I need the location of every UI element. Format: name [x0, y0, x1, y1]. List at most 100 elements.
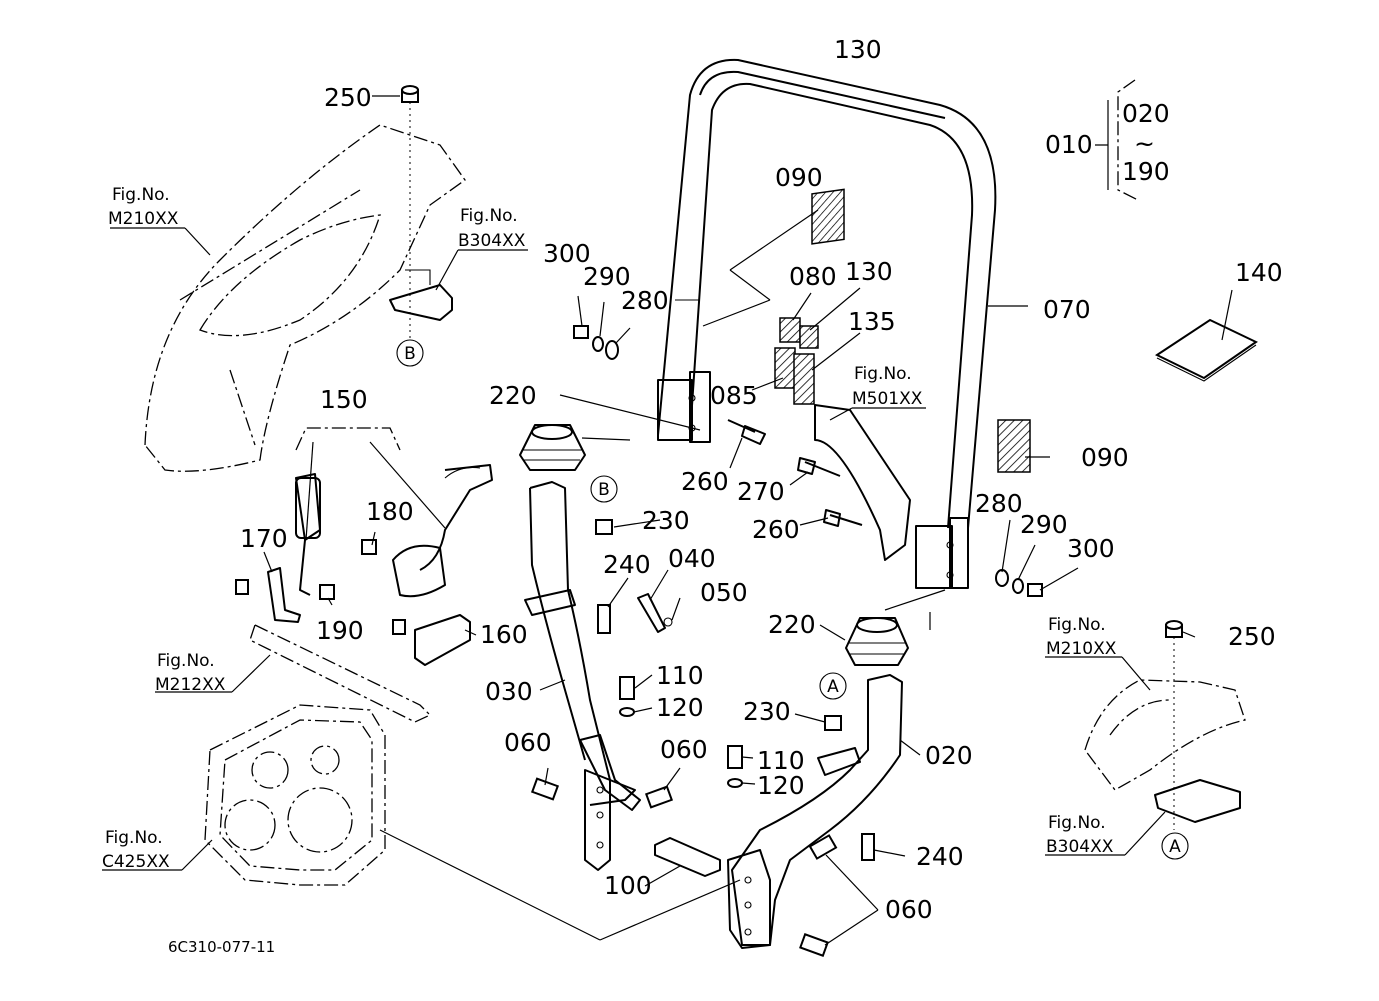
callout-020: 020 [925, 741, 973, 770]
callout-070: 070 [1043, 295, 1091, 324]
callout-170: 170 [240, 524, 288, 553]
seat-belt-buckle [295, 473, 321, 596]
ref-circle-a-mid: A [819, 672, 847, 700]
nut-250-left [401, 85, 419, 103]
callout-160: 160 [480, 620, 528, 649]
callout-040: 040 [668, 544, 716, 573]
decal-090-right [997, 419, 1031, 473]
bracket-left [389, 284, 453, 321]
fig-b304-left-code: B304XX [458, 231, 526, 251]
callout-050: 050 [700, 578, 748, 607]
fig-b304-left-label: Fig.No. [460, 206, 518, 226]
svg-text:A: A [827, 677, 839, 697]
clip-050 [663, 617, 673, 627]
fig-m501-code: M501XX [852, 389, 923, 409]
washer-290-right [1012, 578, 1024, 594]
callout-090-right: 090 [1081, 443, 1129, 472]
decal-080 [779, 317, 801, 343]
callout-280-left: 280 [621, 286, 669, 315]
decal-085 [774, 347, 796, 389]
callout-220-left: 220 [489, 381, 537, 410]
bolt-180 [361, 539, 377, 555]
washer-290-left [592, 336, 604, 352]
fig-m501-label: Fig.No. [854, 364, 912, 384]
callout-130-top: 130 [834, 35, 882, 64]
callout-120-right: 120 [757, 771, 805, 800]
bolt-240-right [861, 833, 875, 861]
callout-240-right: 240 [916, 842, 964, 871]
bracket-m501 [814, 404, 911, 561]
callout-060-mid: 060 [660, 735, 708, 764]
seat-belt-retractor [392, 464, 493, 598]
bolt-260-left [727, 419, 766, 445]
ref-circle-a-right: A [1161, 832, 1189, 860]
callout-120-left: 120 [656, 693, 704, 722]
callout-230-left: 230 [642, 506, 690, 535]
spacer-230-right [824, 715, 842, 731]
callout-080: 080 [789, 262, 837, 291]
decal-135 [793, 353, 815, 405]
callout-140: 140 [1235, 258, 1283, 287]
washer-280-left [605, 340, 619, 360]
callout-260-left: 260 [681, 467, 729, 496]
mount-bracket-030 [524, 481, 641, 871]
bolt-left-small [235, 579, 249, 595]
callout-150: 150 [320, 385, 368, 414]
callout-110-right: 110 [757, 746, 805, 775]
callout-290-right: 290 [1020, 510, 1068, 539]
fig-m212-code: M212XX [155, 675, 226, 695]
callout-270: 270 [737, 477, 785, 506]
retractor-bracket [414, 614, 471, 666]
spacer-230-left [595, 519, 613, 535]
callout-290-left: 290 [583, 262, 631, 291]
fig-m210-left-label: Fig.No. [112, 185, 170, 205]
bolt-110-right [727, 745, 743, 769]
callout-135: 135 [848, 307, 896, 336]
callout-280-right: 280 [975, 489, 1023, 518]
callout-240-left: 240 [603, 550, 651, 579]
callout-110-left: 110 [656, 661, 704, 690]
fig-m210-right-code: M210XX [1046, 639, 1117, 659]
callout-250-left: 250 [324, 83, 372, 112]
bolt-060-a [530, 777, 560, 801]
mount-bracket-020 [727, 674, 903, 949]
fig-m212-label: Fig.No. [157, 651, 215, 671]
callout-180: 180 [366, 497, 414, 526]
callout-220-right: 220 [768, 610, 816, 639]
bracket-right [1154, 779, 1241, 823]
bolt-190 [319, 584, 335, 600]
callout-090-top: 090 [775, 163, 823, 192]
fig-b304-right-label: Fig.No. [1048, 813, 1106, 833]
callout-190-range: 190 [1122, 157, 1170, 186]
bolt-060-c [808, 834, 838, 860]
svg-text:B: B [598, 480, 610, 500]
washer-280-right [995, 569, 1009, 587]
nut-300-right [1027, 583, 1043, 597]
leader-lines [102, 79, 1233, 946]
washer-120-left [619, 707, 635, 717]
operator-manual [1154, 318, 1258, 380]
fig-m210-right-label: Fig.No. [1048, 615, 1106, 635]
fig-b304-right-code: B304XX [1046, 837, 1114, 857]
right-fender [1084, 679, 1246, 791]
svg-text:A: A [1169, 837, 1181, 857]
callout-100: 100 [604, 871, 652, 900]
nut-300-left [573, 325, 589, 339]
nut-250-right [1165, 620, 1183, 638]
ref-circle-b-mid: B [590, 475, 618, 503]
fig-m210-left-code: M210XX [108, 209, 179, 229]
rubber-boot-left [519, 424, 586, 471]
bolt-110-left [619, 676, 635, 700]
callout-230-right: 230 [743, 697, 791, 726]
svg-text:B: B [404, 344, 416, 364]
left-fender [144, 124, 466, 472]
callout-020-range: 020 [1122, 99, 1170, 128]
callout-300-right: 300 [1067, 534, 1115, 563]
pin-040 [637, 593, 666, 633]
callout-tilde: ~ [1134, 129, 1155, 158]
callout-190: 190 [316, 616, 364, 645]
fig-c425-code: C425XX [102, 852, 170, 872]
drawing-code: 6C310-077-11 [168, 938, 275, 956]
callout-250-right: 250 [1228, 622, 1276, 651]
